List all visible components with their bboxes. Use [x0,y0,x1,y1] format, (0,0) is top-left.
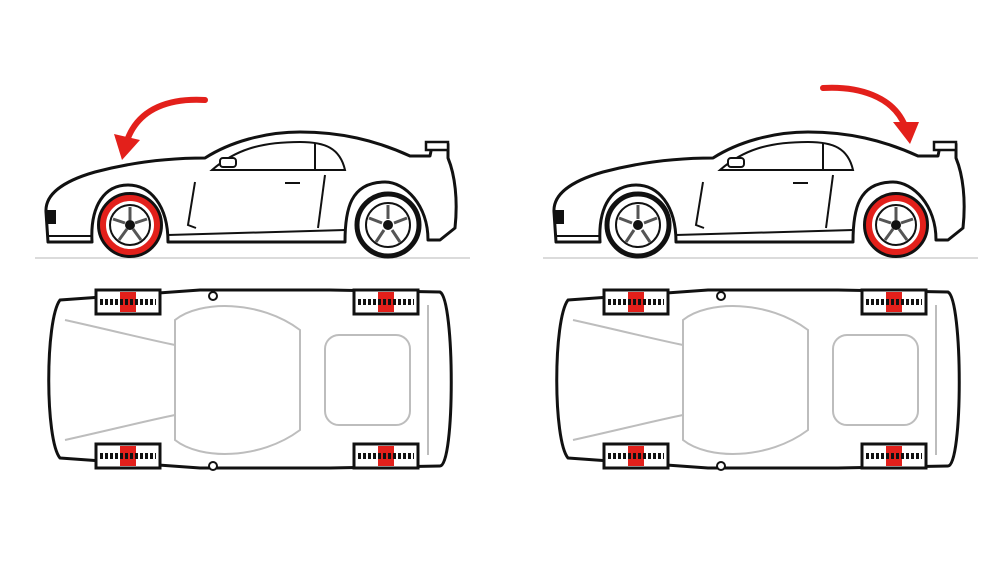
front-grille [554,210,564,224]
side-skirt [167,229,346,236]
car-top-view [555,288,961,471]
mirror-bottom [208,461,218,471]
mirror-top [208,291,218,301]
door-line [825,174,834,229]
engine-cover [832,334,919,426]
tire-tread-icon [602,288,670,316]
top-body-outline [47,288,453,470]
wheel-icon [354,191,422,259]
cockpit-outline [174,305,301,455]
tire-tread-icon [860,288,928,316]
rear-spoiler [932,140,958,152]
mirror-top [716,291,726,301]
mirror-bottom [716,461,726,471]
tire-tread-icon [352,288,420,316]
panel-rear-svg [543,84,978,471]
curved-arrow-icon [820,84,919,144]
tire-tread-icon [94,288,162,316]
hood-lines [64,319,176,441]
tire-tread-icon [352,442,420,470]
curved-arrow-icon [114,96,208,160]
hood-lines [572,319,684,441]
engine-cover [324,334,411,426]
top-body-outline [555,288,961,470]
rear-spoiler [424,140,450,152]
tire-tread-icon [860,442,928,470]
door-line [317,174,326,229]
front-vent [186,181,197,229]
car-body-outline [552,130,966,244]
front-vent [694,181,705,229]
wheel-icon [863,192,929,258]
side-window [717,140,855,171]
tire-tread-icon [602,442,670,470]
panel-rear-highlight [508,0,999,561]
front-grille [46,210,56,224]
tire-tread-icon [94,442,162,470]
panel-front-highlight [35,96,470,471]
car-side-view [552,130,966,244]
car-body-outline [44,130,458,244]
wheel-icon [97,192,163,258]
car-top-view [47,288,453,471]
panel-front-svg [35,96,470,471]
wheel-icon [604,191,672,259]
side-skirt [675,229,854,236]
side-mirror [727,157,745,168]
side-mirror [219,157,237,168]
car-side-view [44,130,458,244]
side-window [209,140,347,171]
cockpit-outline [682,305,809,455]
